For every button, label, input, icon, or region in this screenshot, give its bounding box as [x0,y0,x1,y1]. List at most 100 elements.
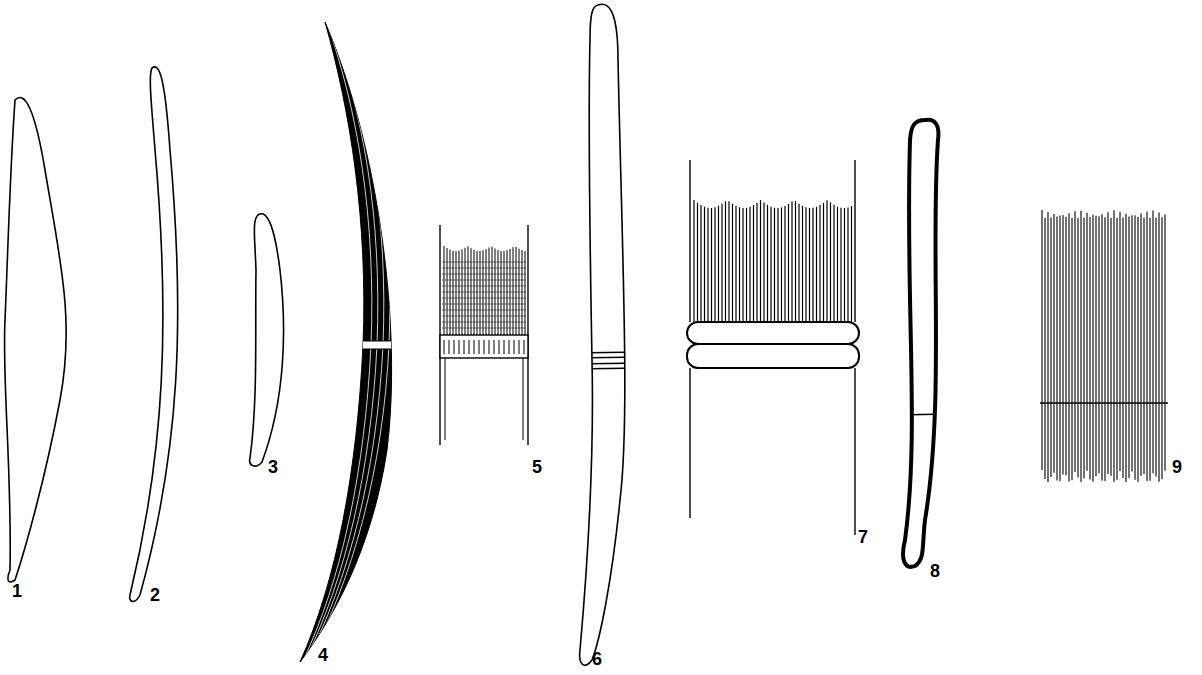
stroke [854,160,855,322]
stroke [442,274,526,275]
stroke [1116,218,1117,480]
stroke [854,368,855,535]
stroke [445,358,446,440]
stroke [1125,214,1126,482]
stroke [798,204,799,322]
stroke [523,358,524,440]
stroke [739,207,740,322]
stroke [770,207,771,322]
stroke [442,328,526,329]
stroke [823,203,824,322]
stroke [449,340,450,354]
stroke [504,251,505,335]
stroke [774,208,775,322]
grain-line [302,22,371,662]
stroke [819,205,820,322]
stroke [809,208,810,322]
stroke [469,340,470,354]
stroke [689,160,690,322]
stroke [742,208,743,322]
stroke [499,340,500,354]
callout-number: 2 [150,586,160,604]
stroke [525,251,526,335]
stroke [477,251,478,335]
joint-detail [1040,210,1168,482]
stroke [1113,210,1114,481]
stroke [1110,218,1111,476]
stroke [1119,212,1120,472]
stroke [1068,213,1069,481]
stroke [830,202,831,322]
band [440,335,528,358]
stroke [444,246,445,335]
stroke [735,206,736,322]
stroke [1158,213,1159,482]
stroke [1146,212,1147,482]
stroke [480,251,481,335]
stroke [459,251,460,335]
band [687,322,859,344]
callout-number: 1 [12,582,22,600]
stroke [483,250,484,335]
bow-joint [895,414,950,415]
stroke [718,206,719,322]
stroke [494,340,495,354]
bow-band [352,341,394,349]
stroke [826,200,827,322]
stroke [728,201,729,322]
stroke [501,251,502,335]
stroke [522,250,523,335]
callout-number: 9 [1172,458,1182,476]
stroke [781,207,782,322]
stroke [1053,214,1054,473]
stroke [1040,402,1168,403]
callout-number: 7 [858,528,868,546]
stroke [1041,210,1042,470]
stroke [791,201,792,322]
stroke [442,292,526,293]
stroke [704,207,705,322]
callout-number: 3 [268,458,278,476]
stroke [514,340,515,354]
stroke [484,340,485,354]
stroke [509,340,510,354]
stroke [442,262,526,263]
stroke [442,322,526,323]
stroke [725,201,726,322]
stroke [1107,212,1108,474]
stroke [1104,217,1105,481]
stroke [833,205,834,322]
stroke [844,208,845,322]
stroke [707,208,708,322]
callout-number: 5 [532,458,542,476]
stroke [1149,218,1150,481]
stroke [1128,217,1129,478]
stroke [524,340,525,354]
stroke [1161,217,1162,479]
stroke [721,204,722,322]
stroke [749,207,750,322]
stroke [1101,214,1102,481]
stroke [1044,218,1045,479]
stroke [442,304,526,305]
stroke [1134,215,1135,480]
stroke [693,200,694,322]
stroke [492,247,493,335]
stroke [767,205,768,322]
stroke [840,208,841,322]
stroke [454,340,455,354]
stroke [816,207,817,322]
stroke [1059,216,1060,482]
comb-detail [440,225,528,445]
stroke [1050,217,1051,477]
stroke [1056,216,1057,480]
stroke [700,205,701,322]
stroke [1047,212,1048,482]
stroke [464,340,465,354]
stroke [442,280,526,281]
stroke [1065,217,1066,475]
stroke [1131,215,1132,471]
stroke [442,286,526,287]
stroke [504,340,505,354]
